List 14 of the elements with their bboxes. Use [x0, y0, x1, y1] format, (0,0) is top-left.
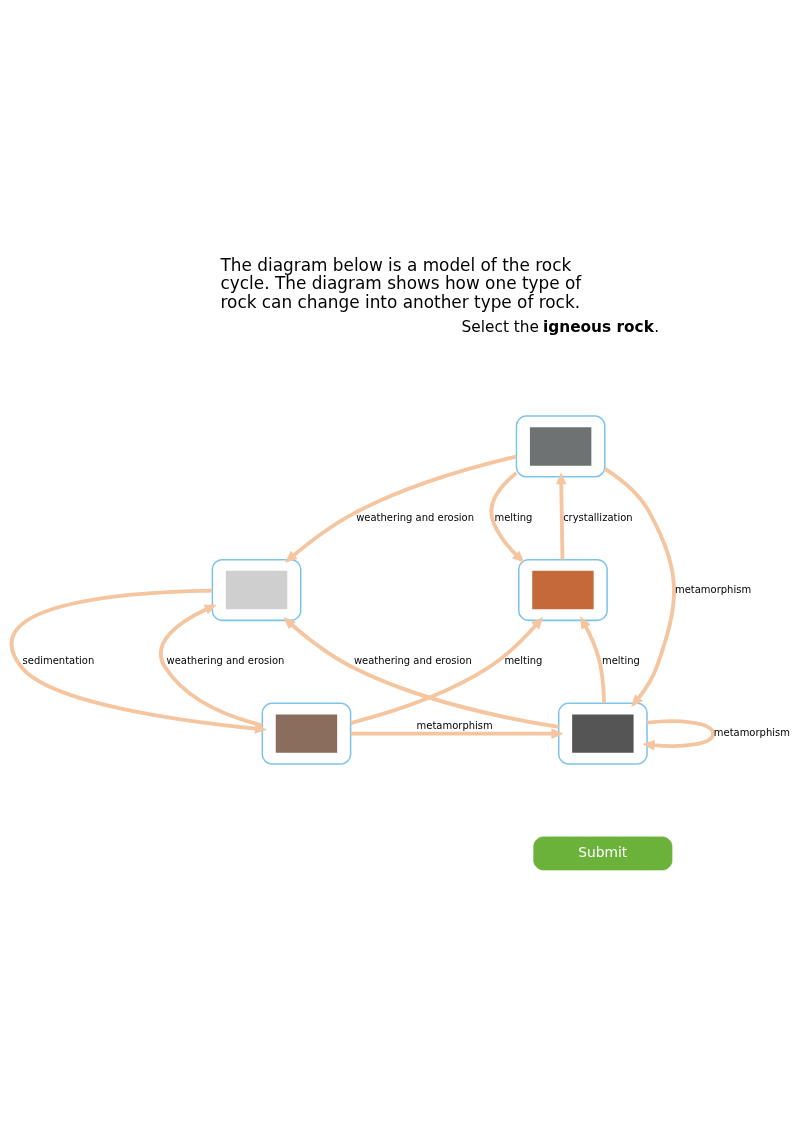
edge-label: melting [504, 654, 543, 666]
edge-label: metamorphism [416, 719, 493, 731]
edge-label: weathering and erosion [166, 654, 285, 666]
edge-label: sedimentation [22, 654, 95, 666]
edge-label: crystallization [563, 511, 633, 523]
edge-label: weathering and erosion [353, 654, 472, 666]
edge-label: weathering and erosion [356, 511, 475, 523]
label: Select the igneous rock. [461, 317, 660, 336]
edge-label: metamorphism [713, 726, 790, 738]
label: Submit [578, 843, 628, 860]
edge-label: melting [601, 654, 640, 666]
edge-label: metamorphism [675, 583, 752, 595]
edge-label: melting [494, 511, 533, 523]
diagram-title: The diagram below is a model of the rock cycle. The diagram shows how one type of rock can change into another type of rock. [220, 254, 582, 312]
